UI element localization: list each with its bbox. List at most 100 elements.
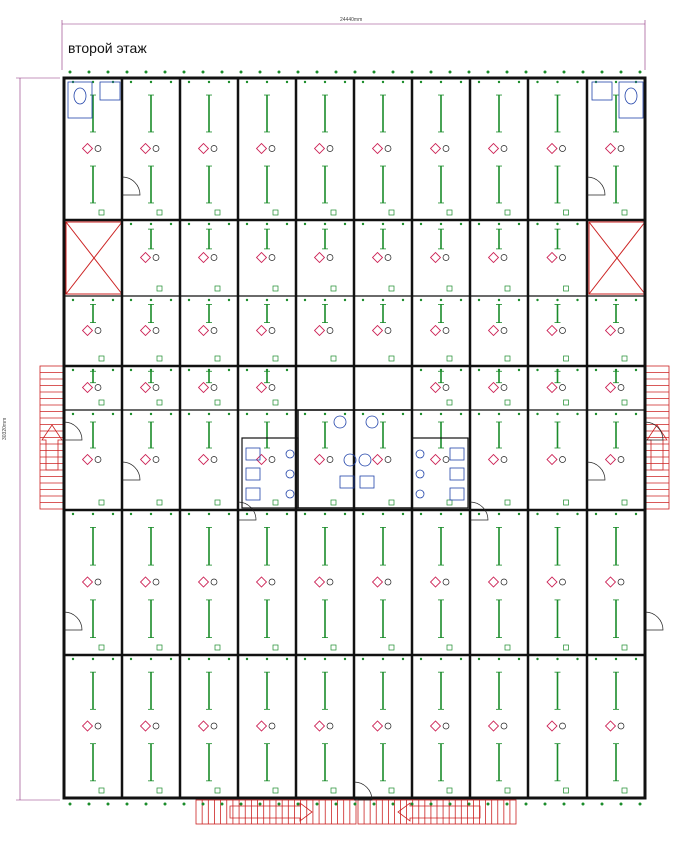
- door-swing-icon: [586, 461, 606, 481]
- switch-icon: [156, 787, 163, 794]
- room-fixtures: [361, 80, 405, 216]
- room-fixtures: [477, 512, 521, 651]
- switch-icon: [152, 145, 160, 152]
- socket-icon: [634, 368, 638, 372]
- socket-icon: [187, 512, 191, 516]
- sink-icon: [415, 449, 425, 459]
- socket-icon: [265, 412, 269, 416]
- room-fixtures: [129, 412, 173, 506]
- corner-wc-right: [591, 81, 644, 119]
- socket-icon: [546, 453, 558, 466]
- socket-icon: [429, 70, 433, 74]
- switch-icon: [272, 787, 279, 794]
- room-fixtures: [303, 298, 347, 362]
- switch-icon: [384, 254, 392, 261]
- socket-icon: [594, 512, 598, 516]
- socket-icon: [536, 368, 539, 372]
- socket-icon: [323, 222, 327, 226]
- switch-icon: [152, 327, 160, 334]
- socket-icon: [258, 70, 262, 74]
- socket-icon: [149, 368, 153, 372]
- socket-icon: [255, 142, 268, 155]
- switch-icon: [326, 722, 334, 730]
- switch-icon: [330, 499, 337, 506]
- room-fixtures: [71, 412, 115, 506]
- socket-icon: [139, 453, 152, 466]
- switch-icon: [500, 456, 508, 463]
- door-swing-icon: [353, 781, 373, 801]
- switch-icon: [563, 355, 569, 362]
- socket-icon: [517, 80, 521, 84]
- switch-icon: [563, 787, 569, 794]
- room-fixtures: [129, 512, 173, 651]
- room-fixtures: [187, 368, 231, 406]
- switch-icon: [214, 285, 221, 292]
- socket-icon: [576, 512, 579, 516]
- socket-icon: [197, 324, 210, 337]
- socket-icon: [285, 512, 289, 516]
- electrical-fixtures: [63, 70, 664, 806]
- socket-icon: [614, 412, 618, 416]
- socket-icon: [604, 142, 617, 155]
- socket-icon: [410, 802, 414, 806]
- socket-icon: [429, 142, 442, 155]
- socket-icon: [265, 80, 269, 84]
- socket-icon: [207, 412, 211, 416]
- socket-icon: [576, 222, 579, 226]
- switch-icon: [563, 209, 569, 216]
- room-fixtures: [245, 412, 289, 506]
- socket-icon: [197, 576, 210, 588]
- switch-icon: [330, 787, 337, 794]
- room-fixtures: [536, 368, 579, 406]
- socket-icon: [343, 298, 347, 302]
- socket-icon: [556, 412, 559, 416]
- switch-icon: [617, 145, 625, 152]
- bottom-staircase-left: [195, 799, 357, 825]
- socket-icon: [371, 251, 384, 264]
- socket-icon: [81, 453, 94, 466]
- socket-icon: [353, 70, 357, 74]
- socket-icon: [391, 802, 395, 806]
- socket-icon: [169, 222, 173, 226]
- socket-icon: [201, 70, 205, 74]
- room-fixtures: [129, 222, 173, 292]
- switch-icon: [152, 456, 160, 463]
- socket-icon: [129, 368, 133, 372]
- switch-icon: [268, 327, 276, 334]
- socket-icon: [477, 657, 481, 661]
- sink-icon: [343, 453, 357, 467]
- switch-icon: [272, 285, 279, 292]
- switch-icon: [210, 456, 218, 463]
- socket-icon: [546, 251, 558, 264]
- socket-icon: [543, 70, 547, 74]
- switch-icon: [384, 456, 392, 463]
- bottom-staircase-right: [357, 799, 517, 825]
- socket-icon: [487, 324, 500, 337]
- switch-icon: [442, 327, 450, 334]
- socket-icon: [576, 657, 579, 661]
- switch-icon: [504, 499, 511, 506]
- room-fixtures: [245, 512, 289, 651]
- socket-icon: [313, 453, 326, 466]
- socket-icon: [429, 720, 442, 732]
- socket-icon: [255, 251, 268, 264]
- socket-icon: [619, 70, 623, 74]
- room-fixtures: [303, 512, 347, 651]
- switch-icon: [563, 285, 569, 292]
- switch-icon: [326, 145, 334, 152]
- switch-icon: [156, 209, 163, 216]
- room-fixtures: [303, 412, 347, 506]
- socket-icon: [429, 802, 433, 806]
- socket-icon: [315, 70, 319, 74]
- socket-icon: [227, 368, 231, 372]
- socket-icon: [149, 412, 153, 416]
- socket-icon: [313, 251, 326, 264]
- socket-icon: [401, 412, 405, 416]
- socket-icon: [255, 576, 268, 588]
- socket-icon: [439, 298, 443, 302]
- socket-icon: [371, 142, 384, 155]
- socket-icon: [614, 368, 618, 372]
- socket-icon: [634, 512, 638, 516]
- socket-icon: [372, 802, 376, 806]
- socket-icon: [227, 298, 231, 302]
